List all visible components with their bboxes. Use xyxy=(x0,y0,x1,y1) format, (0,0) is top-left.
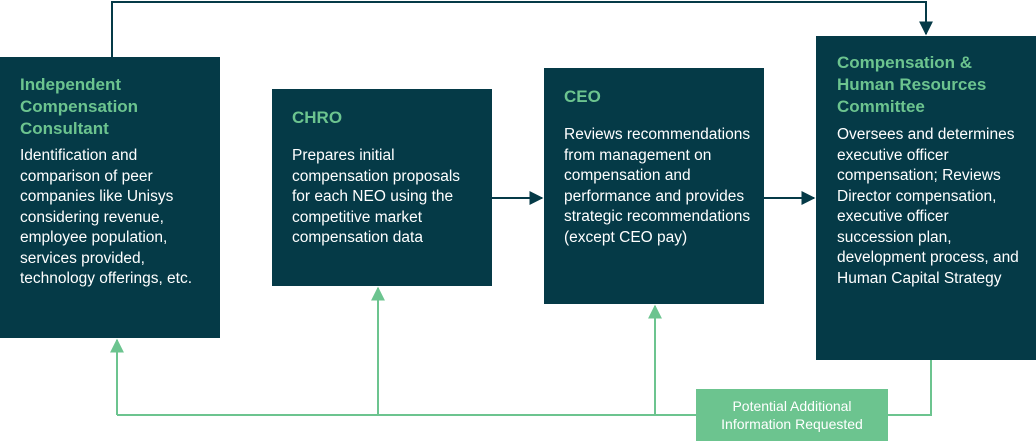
ceo-box: CEO Reviews recommendations from managem… xyxy=(544,68,764,304)
committee-title: Compensation & Human Resources Committee xyxy=(837,53,987,116)
consultant-box: Independent Compensation Consultant Iden… xyxy=(0,57,220,338)
ceo-title: CEO xyxy=(564,87,601,106)
information-requested-label: Potential Additional Information Request… xyxy=(721,398,863,432)
consultant-title: Independent Compensation Consultant xyxy=(20,75,139,138)
chro-box: CHRO Prepares initial compensation propo… xyxy=(272,89,492,286)
chro-body: Prepares initial compensation proposals … xyxy=(292,147,461,246)
ceo-body: Reviews recommendations from management … xyxy=(564,126,751,246)
chro-title: CHRO xyxy=(292,108,343,127)
top-arrow-consultant-to-committee xyxy=(111,1,933,57)
consultant-body: Identification and comparison of peer co… xyxy=(20,147,193,287)
committee-box: Compensation & Human Resources Committee… xyxy=(816,36,1036,360)
information-requested-box: Potential Additional Information Request… xyxy=(696,389,888,441)
committee-body: Oversees and determines executive office… xyxy=(837,126,1019,287)
feedback-line-committee-to-info xyxy=(888,360,932,416)
